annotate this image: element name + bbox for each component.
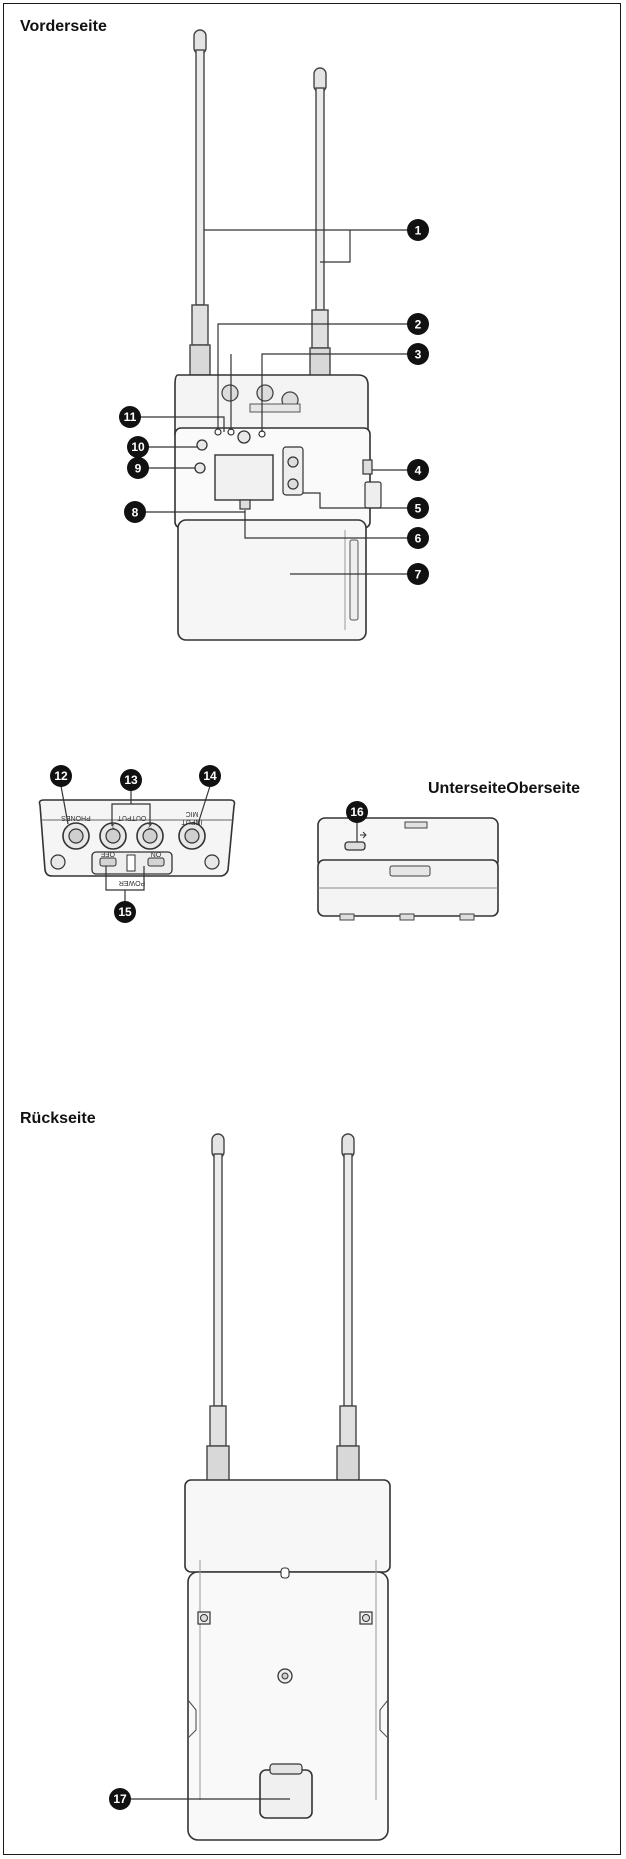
callout-10: 10 — [127, 436, 149, 458]
svg-text:14: 14 — [203, 769, 217, 783]
svg-text:7: 7 — [415, 568, 422, 582]
panel-label-on-right: ON — [151, 850, 162, 857]
panel-label-out1: 1 — [111, 822, 115, 829]
svg-text:2: 2 — [415, 318, 422, 332]
front-view — [140, 29, 415, 641]
callout-3: 3 — [407, 343, 429, 365]
svg-text:1: 1 — [415, 224, 422, 238]
page-frame — [3, 3, 621, 1855]
callout-11: 11 — [119, 406, 141, 428]
panel-label-off-left: OFF — [101, 850, 115, 857]
callout-15: 15 — [114, 901, 136, 923]
panel-label-mic: MIC — [186, 810, 199, 817]
callout-14: 14 — [199, 765, 221, 787]
callout-5: 5 — [407, 497, 429, 519]
svg-text:4: 4 — [415, 464, 422, 478]
callout-badges: 1 2 3 4 5 6 7 8 9 10 11 12 13 14 15 16 1… — [50, 219, 429, 1810]
callout-2: 2 — [407, 313, 429, 335]
callout-8: 8 — [124, 501, 146, 523]
svg-text:3: 3 — [415, 348, 422, 362]
phones-jack — [62, 822, 90, 850]
svg-text:16: 16 — [350, 805, 364, 819]
callout-7: 7 — [407, 563, 429, 585]
svg-text:8: 8 — [132, 506, 139, 520]
callout-12: 12 — [50, 765, 72, 787]
svg-text:5: 5 — [415, 502, 422, 516]
svg-text:15: 15 — [118, 905, 132, 919]
panel-label-output: OUTPUT — [117, 814, 147, 821]
panel-label-phones: PHONES — [61, 814, 91, 821]
section-title-bottom-top: UnterseiteOberseite — [428, 780, 581, 797]
front-leader-lines — [140, 229, 415, 575]
front-antenna-right — [309, 67, 331, 383]
back-view — [130, 1133, 391, 1841]
callout-4: 4 — [407, 459, 429, 481]
panel-label-input: INPUT — [181, 818, 203, 825]
section-title-front: Vorderseite — [20, 18, 107, 35]
svg-text:10: 10 — [131, 440, 145, 454]
callout-9: 9 — [127, 457, 149, 479]
callout-17: 17 — [109, 1788, 131, 1810]
svg-text:12: 12 — [54, 769, 68, 783]
bottom-panel-view: PHONES OUTPUT 1 2 MIC INPUT POWER OFF — [38, 785, 236, 902]
svg-text:9: 9 — [135, 462, 142, 476]
output-jack-1 — [99, 822, 127, 850]
callout-1: 1 — [407, 219, 429, 241]
callout-6: 6 — [407, 527, 429, 549]
svg-text:17: 17 — [113, 1792, 127, 1806]
top-view — [317, 817, 499, 921]
svg-text:13: 13 — [124, 773, 138, 787]
front-antenna-left — [189, 29, 211, 376]
panel-leader-lines — [60, 785, 211, 902]
callout-16: 16 — [346, 801, 368, 823]
section-title-back: Rückseite — [20, 1110, 96, 1127]
callout-13: 13 — [120, 769, 142, 791]
panel-label-power: POWER — [119, 879, 145, 886]
svg-text:11: 11 — [124, 410, 137, 424]
mic-input-jack — [178, 822, 206, 850]
svg-text:6: 6 — [415, 532, 422, 546]
